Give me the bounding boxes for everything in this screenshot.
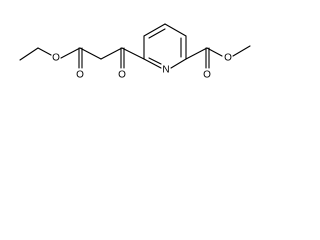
- ring-bond-n-c6: [170, 58, 187, 69]
- atom-o-ester-left: O: [52, 53, 60, 64]
- atom-o-ketone: O: [118, 70, 126, 81]
- atom-o-ester-right: O: [224, 53, 232, 64]
- bond-ch2-o: [37, 47, 52, 56]
- bond-ring-carboxyl: [185, 47, 208, 60]
- bond-o-methyl: [232, 45, 251, 57]
- bond-carboxyl-o: [206, 47, 223, 57]
- bond-o-c-ester-left: [60, 47, 81, 59]
- bond-ester-ch2: [79, 47, 102, 60]
- chemical-structure: O O O N O O: [19, 23, 251, 81]
- ring-inner-c3-c4: [148, 28, 166, 39]
- bond-ch2-ketone: [100, 47, 123, 60]
- ring-inner-c2-n: [148, 57, 162, 65]
- ring-bond-c2-n: [143, 58, 162, 69]
- atom-n-ring: N: [162, 65, 169, 76]
- ring-bond-c4-c3: [143, 23, 166, 37]
- bond-ketone-ring: [121, 47, 145, 60]
- atom-o-carbonyl-left: O: [76, 70, 84, 81]
- atom-o-carbonyl-right: O: [203, 70, 211, 81]
- bond-ch3-ch2: [19, 47, 39, 61]
- ring-bond-c5-c4: [164, 23, 187, 37]
